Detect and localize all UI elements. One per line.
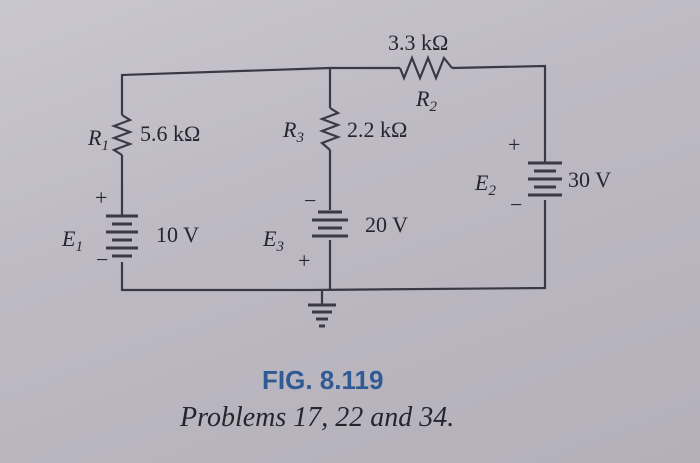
figure-caption: FIG. 8.119 xyxy=(262,365,384,395)
battery-e1 xyxy=(106,214,138,258)
r2-value: 3.3 kΩ xyxy=(388,30,448,55)
e2-label: E2 xyxy=(474,170,496,199)
r1-value: 5.6 kΩ xyxy=(140,121,200,146)
battery-e3 xyxy=(312,210,348,238)
e2-minus: − xyxy=(510,192,522,217)
resistor-r2 xyxy=(398,55,453,81)
r1-label: R1 xyxy=(87,125,109,154)
problems-caption: Problems 17, 22 and 34. xyxy=(180,402,455,433)
e2-value: 30 V xyxy=(568,167,611,192)
e1-minus: − xyxy=(96,247,108,272)
r2-label: R2 xyxy=(415,86,437,115)
ground-symbol xyxy=(308,303,336,328)
e1-plus: + xyxy=(95,185,107,210)
r3-label: R3 xyxy=(282,117,304,146)
e1-value: 10 V xyxy=(156,222,199,247)
e3-value: 20 V xyxy=(365,212,408,237)
e3-label: E3 xyxy=(262,226,284,255)
r3-value: 2.2 kΩ xyxy=(347,117,407,142)
resistor-r1 xyxy=(110,114,134,156)
battery-e2 xyxy=(528,161,562,197)
e2-plus: + xyxy=(508,132,520,157)
resistor-r3 xyxy=(318,107,342,151)
e3-plus: + xyxy=(298,248,310,273)
circuit-wires xyxy=(120,64,547,305)
e1-label: E1 xyxy=(61,226,83,255)
e3-minus: − xyxy=(304,188,316,213)
